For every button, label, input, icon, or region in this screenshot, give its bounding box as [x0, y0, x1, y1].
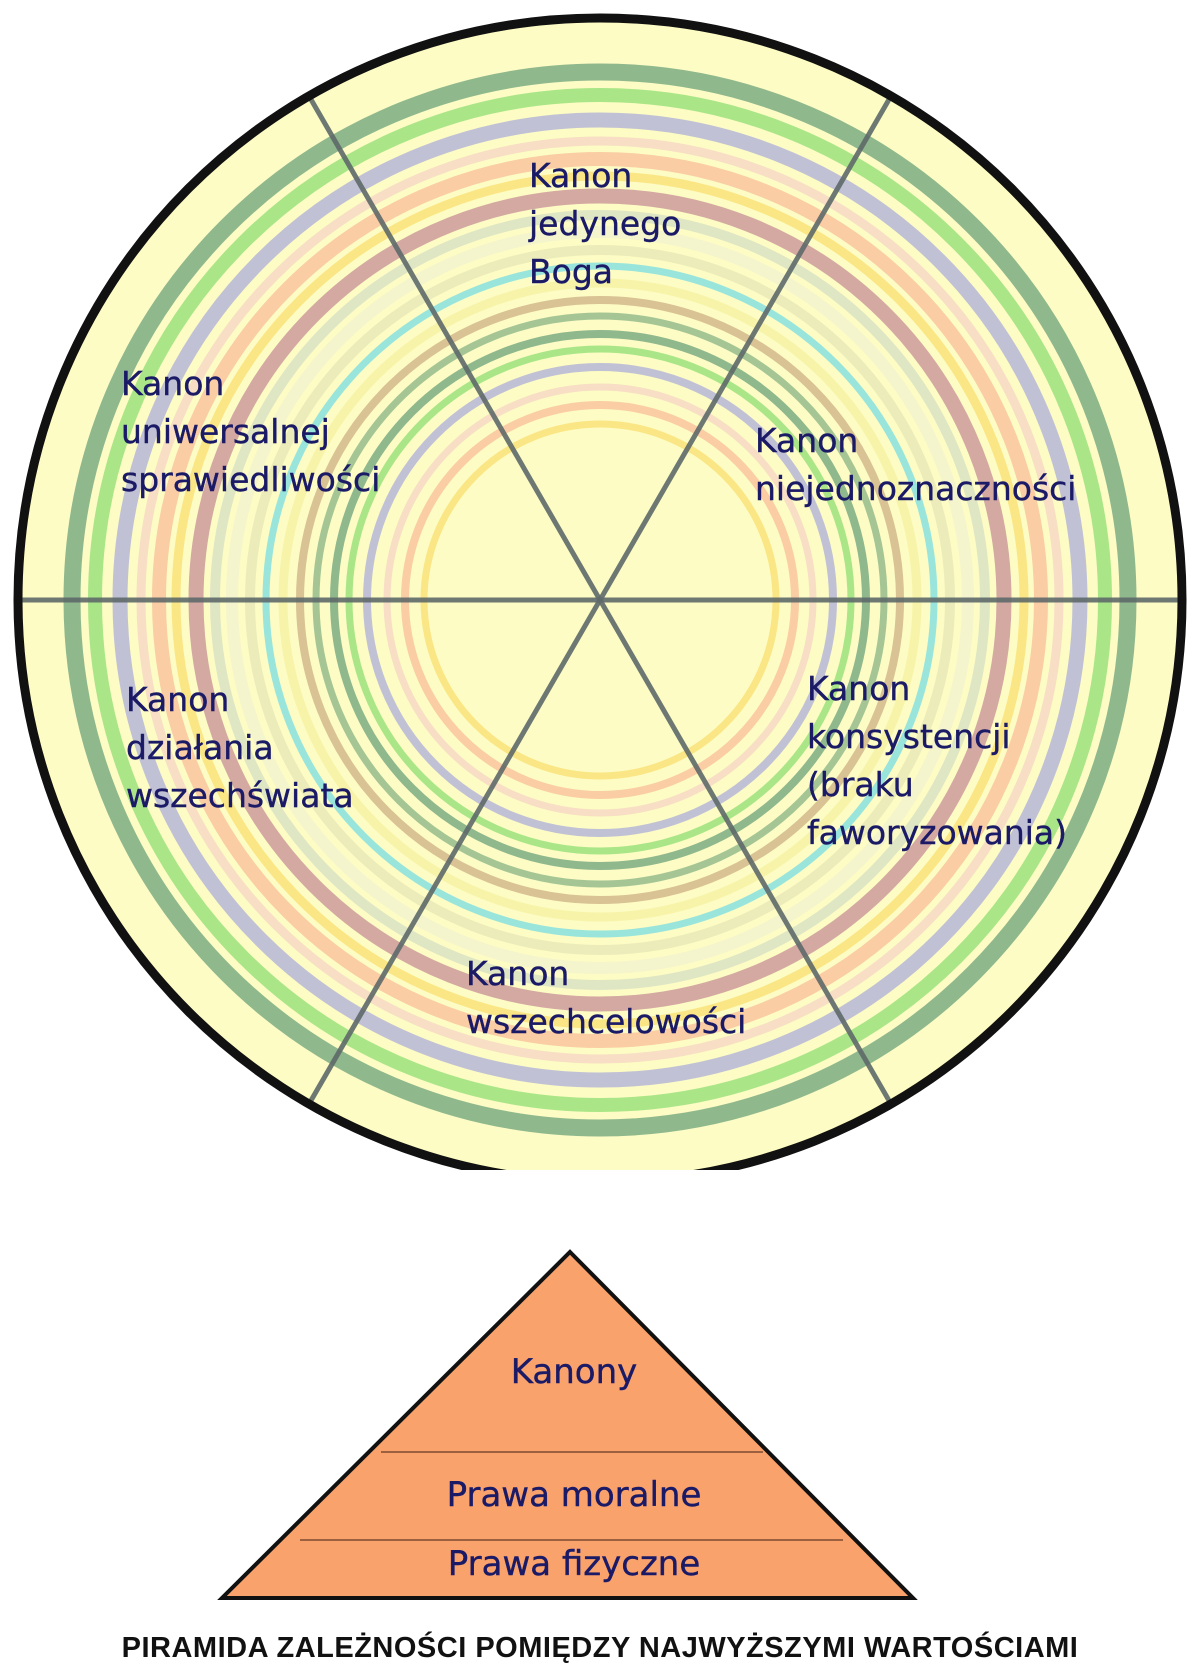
- wheel-border: [13, 13, 1187, 1170]
- pyramid-tier-kanony: Kanony: [510, 1352, 638, 1392]
- wheel-spoke: [307, 96, 603, 602]
- wheel-spoke: [307, 598, 603, 1104]
- canon-label-jedynego-boga: Kanon jedynego Boga: [529, 156, 682, 291]
- canon-label-wszechcelowosci: Kanon wszechcelowości: [466, 954, 747, 1041]
- wheel-spoke: [597, 598, 893, 1104]
- pyramid-tier-prawa-moralne: Prawa moralne: [446, 1475, 702, 1515]
- canon-label-konsystencji: Kanon konsystencji (braku faworyzowania): [807, 669, 1068, 852]
- diagram-caption: PIRAMIDA ZALEŻNOŚCI POMIĘDZY NAJWYŻSZYMI…: [121, 1632, 1079, 1664]
- canon-label-uniwersalnej-sprawiedliwosci: Kanon uniwersalnej sprawiedliwości: [121, 364, 381, 499]
- canon-wheel: [13, 13, 1187, 1170]
- canon-label-dzialania-wszechswiata: Kanon działania wszechświata: [126, 680, 354, 815]
- pyramid-tier-prawa-fizyczne: Prawa fizyczne: [447, 1544, 701, 1584]
- wheel-spokes: [20, 96, 1180, 1104]
- wheel-spoke: [597, 96, 893, 602]
- canon-label-niejednoznacznosci: Kanon niejednoznaczności: [755, 421, 1077, 508]
